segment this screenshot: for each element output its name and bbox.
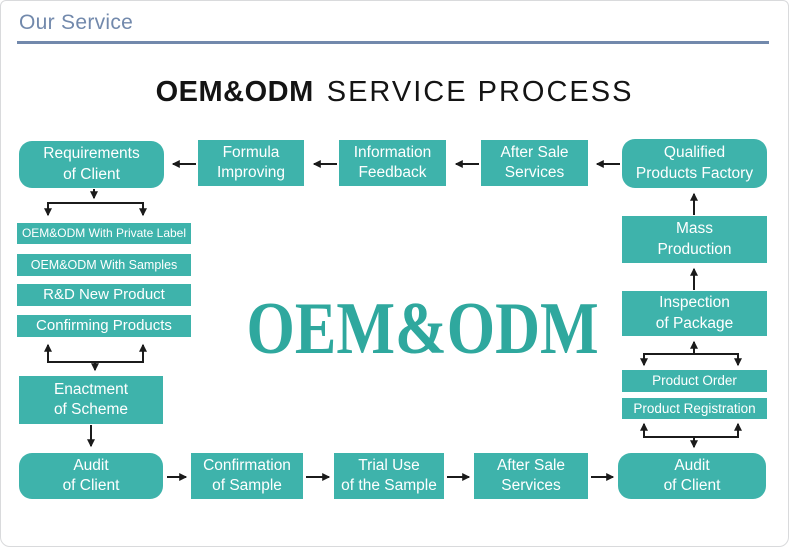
node-product-order: Product Order <box>622 370 767 392</box>
node-after-sale-services-bottom: After Sale Services <box>474 453 588 499</box>
node-requirements-of-client: Requirements of Client <box>19 141 164 188</box>
node-information-feedback: Information Feedback <box>339 140 446 186</box>
node-audit-of-client-right: Audit of Client <box>618 453 766 499</box>
diagram-title-rest: SERVICE PROCESS <box>326 76 634 108</box>
node-confirming-products: Confirming Products <box>17 315 191 337</box>
watermark-wrap: OEM&ODM <box>213 292 599 366</box>
node-mass-production: Mass Production <box>622 216 767 263</box>
header-divider <box>17 41 769 44</box>
node-enactment-of-scheme: Enactment of Scheme <box>19 376 163 424</box>
page-title: Our Service <box>19 11 134 34</box>
node-inspection-of-package: Inspection of Package <box>622 291 767 336</box>
node-rd-new-product: R&D New Product <box>17 284 191 306</box>
node-oem-odm-private-label: OEM&ODM With Private Label <box>17 223 191 244</box>
node-oem-odm-with-samples: OEM&ODM With Samples <box>17 254 191 276</box>
node-trial-use-of-sample: Trial Use of the Sample <box>334 453 444 499</box>
diagram-title-brand: OEM&ODM <box>155 76 314 108</box>
diagram-title: OEM&ODM SERVICE PROCESS <box>1 76 788 109</box>
node-confirmation-of-sample: Confirmation of Sample <box>191 453 303 499</box>
node-product-registration: Product Registration <box>622 398 767 419</box>
node-qualified-products-factory: Qualified Products Factory <box>622 139 767 188</box>
arrows-left-branch-top <box>44 189 147 217</box>
brand-watermark: OEM&ODM <box>246 288 599 370</box>
node-audit-of-client-left: Audit of Client <box>19 453 163 499</box>
node-after-sale-services-top: After Sale Services <box>481 140 588 186</box>
node-formula-improving: Formula Improving <box>198 140 304 186</box>
